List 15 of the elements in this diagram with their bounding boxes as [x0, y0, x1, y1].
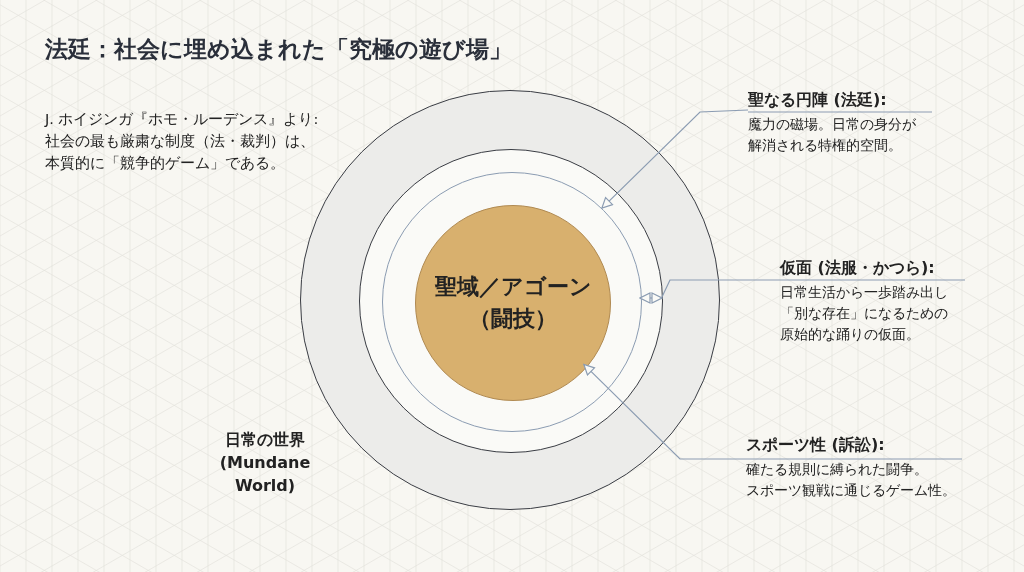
- title: 法廷：社会に埋め込まれた「究極の遊び場」: [45, 35, 512, 64]
- quote-source: J. ホイジンガ『ホモ・ルーデンス』より:: [45, 110, 320, 129]
- core-label: 聖域／アゴーン（闘技）: [433, 273, 593, 333]
- leader-line: [661, 279, 781, 298]
- callout-heading: 仮面 (法服・かつら):: [780, 258, 935, 278]
- ring-label: 日常の世界 (Mundane World): [218, 429, 312, 497]
- double-arrow: [639, 292, 663, 304]
- callout-heading: 聖なる円陣 (法廷):: [748, 90, 887, 110]
- quote-text: 社会の最も厳粛な制度（法・裁判）は、本質的に「競争的ゲーム」である。: [45, 132, 316, 173]
- leader-line: [583, 363, 747, 460]
- callout-text: 確たる規則に縛られた闘争。スポーツ観戦に通じるゲーム性。: [746, 460, 957, 500]
- leader-line: [601, 109, 749, 209]
- callout-heading: スポーツ性 (訴訟):: [746, 435, 885, 455]
- callout-text: 魔力の磁場。日常の身分が解消される特権的空間。: [748, 115, 917, 155]
- callout-text: 日常生活から一歩踏み出し「別な存在」になるための原始的な踊りの仮面。: [780, 283, 949, 344]
